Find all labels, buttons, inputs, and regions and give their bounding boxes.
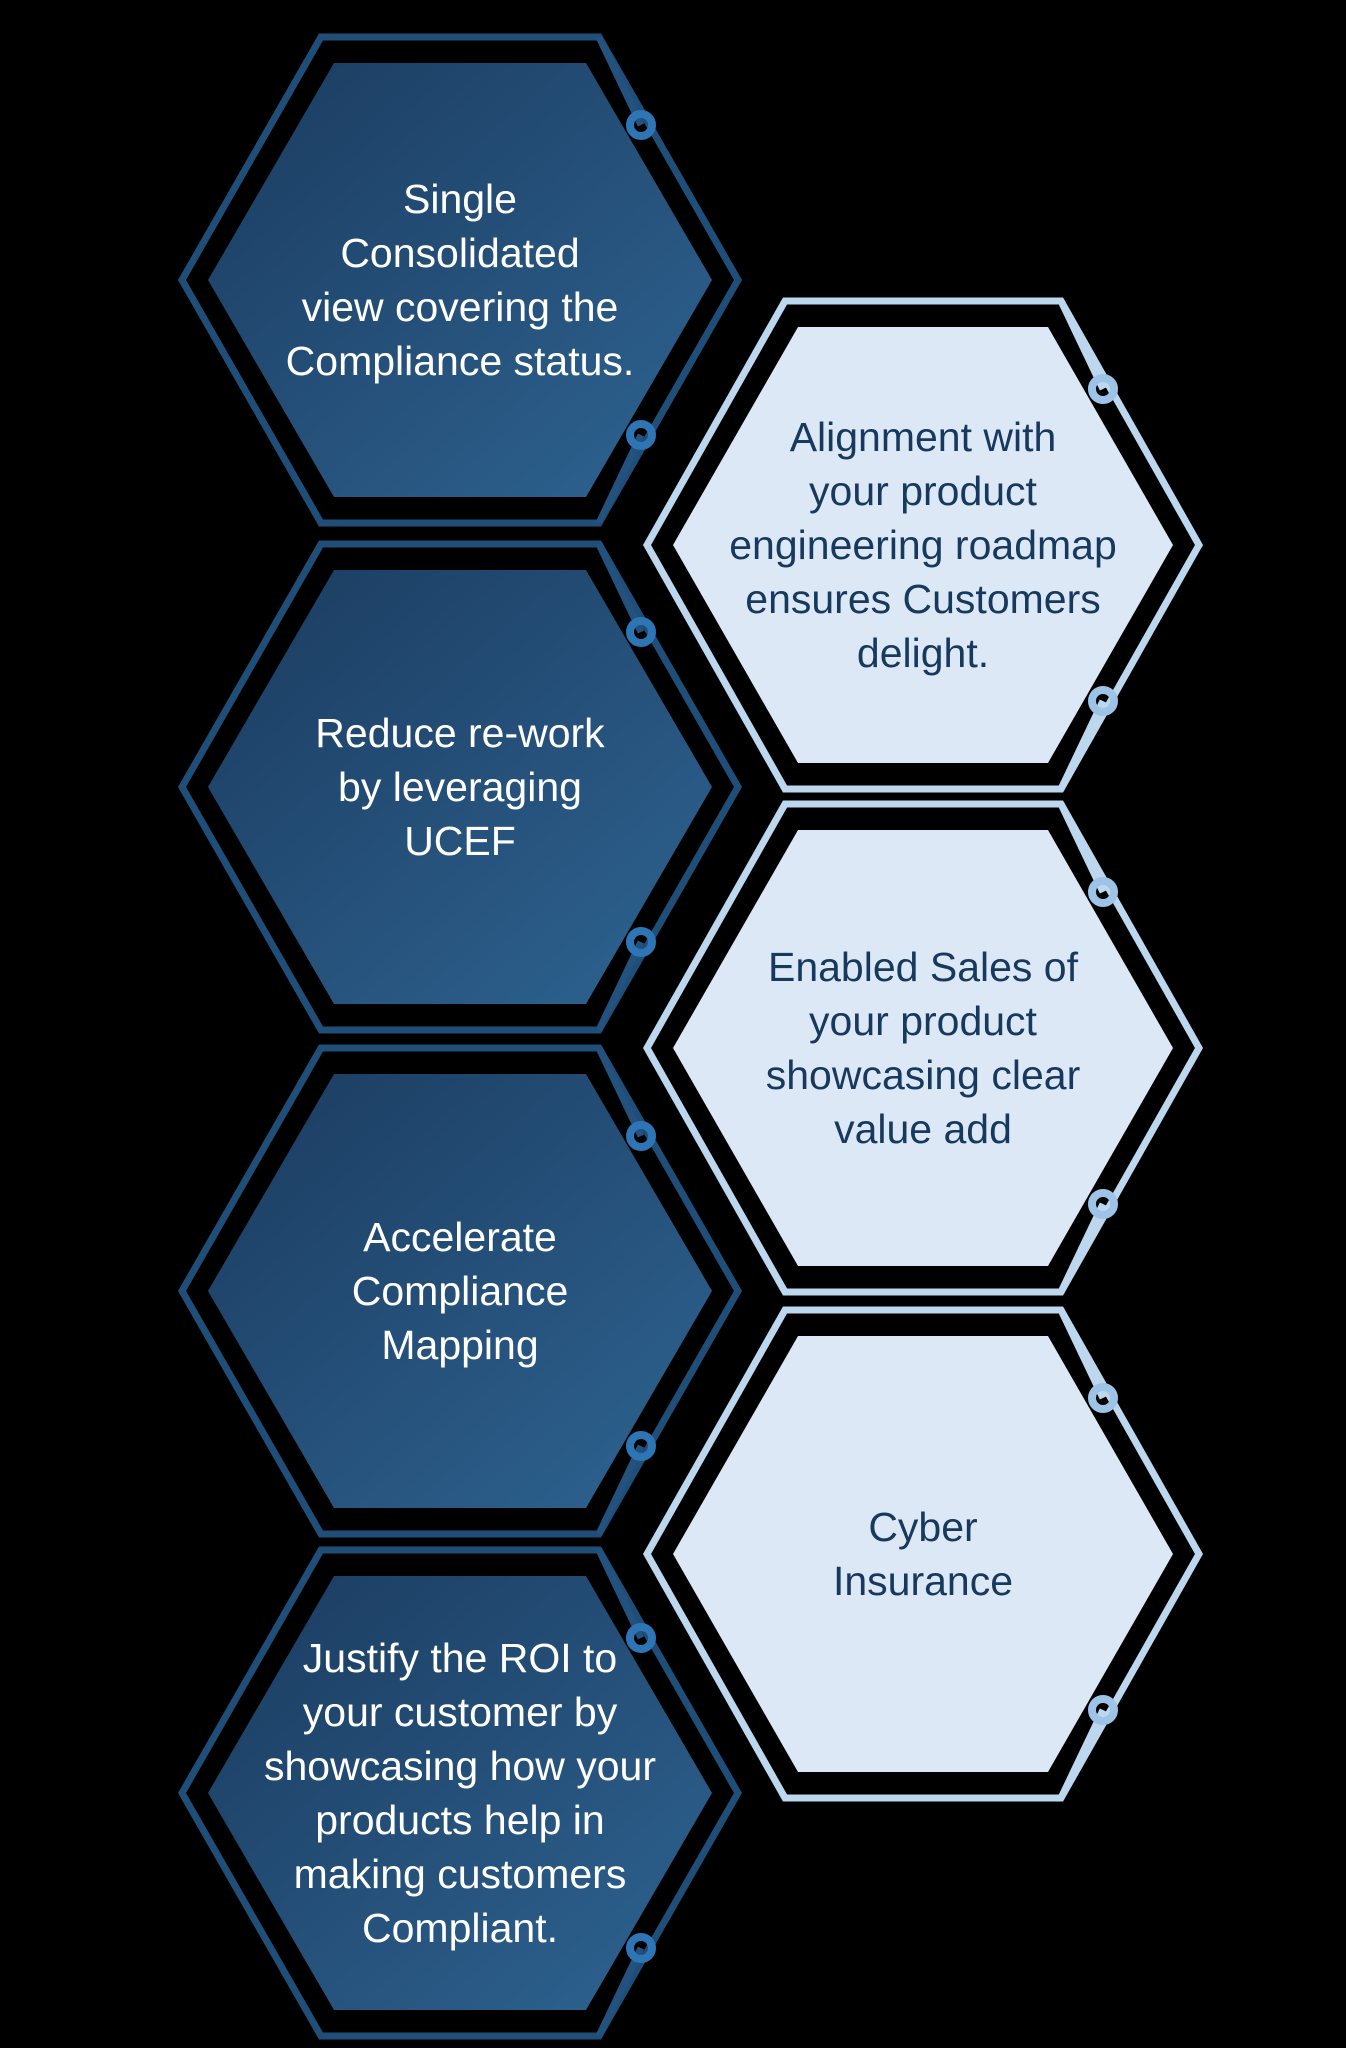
hexagon-single-consolidated-view: Single Consolidated view covering the Co…: [177, 33, 743, 527]
hexagon-label: Reduce re-work by leveraging UCEF: [208, 570, 712, 1004]
hexagon-accelerate-compliance-mapping: Accelerate Compliance Mapping: [177, 1044, 743, 1538]
hexagon-text: Single Consolidated view covering the Co…: [285, 175, 635, 385]
hexagon-cyber-insurance: Cyber Insurance: [642, 1306, 1204, 1802]
hexagon-label: Accelerate Compliance Mapping: [208, 1074, 712, 1508]
hexagon-label: Enabled Sales of your product showcasing…: [673, 830, 1173, 1266]
hexagon-text: Enabled Sales of your product showcasing…: [765, 943, 1081, 1153]
hexagon-text: Alignment with your product engineering …: [729, 413, 1117, 677]
hexagon-text: Accelerate Compliance Mapping: [351, 1213, 569, 1369]
hexagon-text: Justify the ROI to your customer by show…: [264, 1634, 656, 1952]
hexagon-label: Cyber Insurance: [673, 1336, 1173, 1772]
hexagon-label: Justify the ROI to your customer by show…: [208, 1576, 712, 2010]
hexagon-justify-roi: Justify the ROI to your customer by show…: [177, 1546, 743, 2040]
hexagon-label: Alignment with your product engineering …: [673, 327, 1173, 763]
hexagon-reduce-rework: Reduce re-work by leveraging UCEF: [177, 540, 743, 1034]
hexagon-alignment-roadmap: Alignment with your product engineering …: [642, 297, 1204, 793]
hexagon-text: Reduce re-work by leveraging UCEF: [315, 709, 605, 865]
hexagon-label: Single Consolidated view covering the Co…: [208, 63, 712, 497]
hexagon-enabled-sales: Enabled Sales of your product showcasing…: [642, 800, 1204, 1296]
hexagon-text: Cyber Insurance: [832, 1503, 1014, 1604]
